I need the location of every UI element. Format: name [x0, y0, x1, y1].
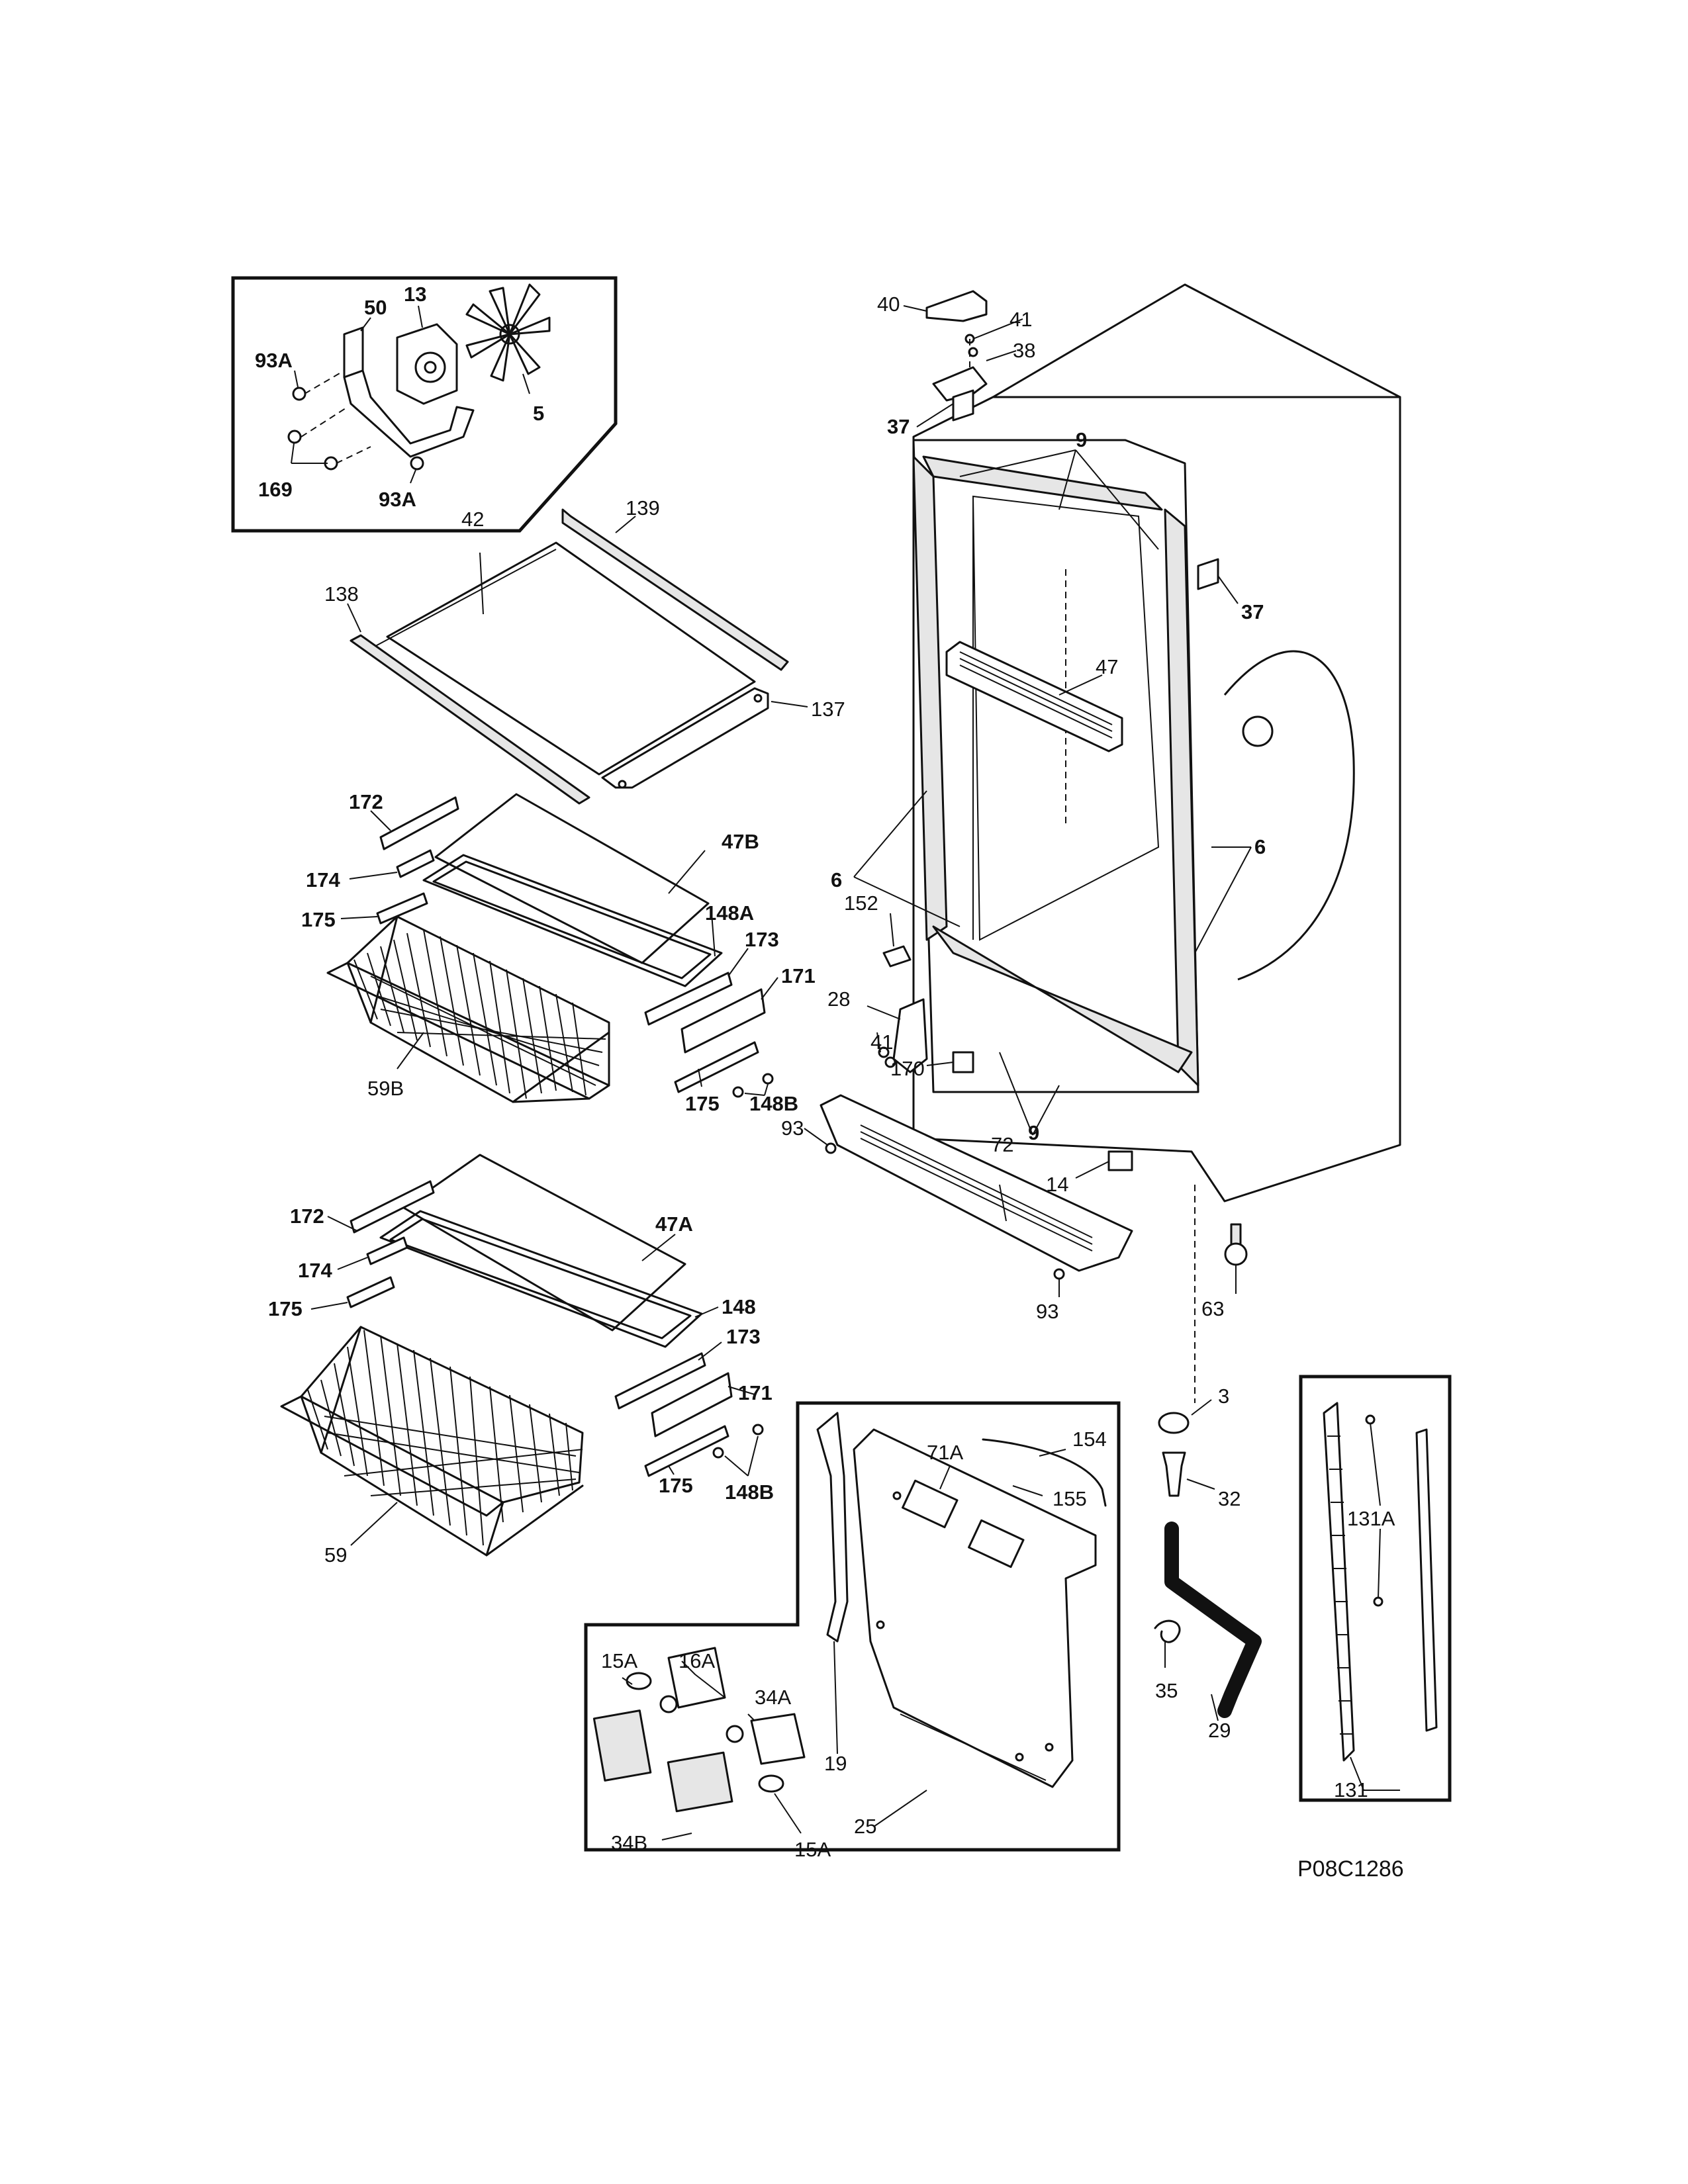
- callout-41: 41: [1009, 308, 1032, 331]
- callout-9: 9: [1028, 1121, 1039, 1144]
- callout-93: 93: [781, 1116, 804, 1140]
- callout-47B: 47B: [722, 830, 759, 853]
- callout-59: 59: [324, 1543, 347, 1567]
- callout-172: 172: [349, 790, 383, 813]
- fan-motor-inset: 50 13 93A 5 169 93A: [231, 276, 618, 533]
- callout-63: 63: [1201, 1297, 1224, 1320]
- callout-175: 175: [659, 1474, 693, 1497]
- callout-155: 155: [1053, 1487, 1087, 1510]
- basket-59: [280, 1326, 584, 1557]
- callout-28: 28: [827, 987, 850, 1011]
- callout-13: 13: [404, 283, 426, 306]
- callout-148A: 148A: [705, 901, 754, 925]
- callout-59B: 59B: [367, 1077, 404, 1100]
- callout-173: 173: [745, 928, 779, 951]
- callout-148B: 148B: [749, 1092, 798, 1115]
- callout-35: 35: [1155, 1679, 1178, 1702]
- callout-154: 154: [1072, 1428, 1107, 1451]
- callout-175: 175: [685, 1092, 720, 1115]
- diagram-id: P08C1286: [1297, 1856, 1404, 1882]
- basket-59B: [326, 915, 610, 1103]
- callout-93: 93: [1036, 1300, 1058, 1323]
- callout-16A: 16A: [679, 1649, 715, 1672]
- lower-basket-assembly: 172 47A 174 175 148 173 171 59 175 148B: [268, 1154, 774, 1567]
- callout-50: 50: [364, 296, 387, 319]
- callout-171: 171: [738, 1381, 773, 1404]
- callout-131: 131: [1334, 1778, 1368, 1801]
- callout-175: 175: [301, 908, 336, 931]
- callout-3: 3: [1218, 1385, 1229, 1408]
- callout-25: 25: [854, 1815, 876, 1838]
- callout-171: 171: [781, 964, 816, 987]
- callout-72: 72: [991, 1133, 1013, 1156]
- callout-6: 6: [1254, 835, 1266, 858]
- callout-152: 152: [844, 891, 878, 915]
- callout-9: 9: [1076, 428, 1087, 451]
- callout-37: 37: [887, 415, 910, 438]
- callout-6: 6: [831, 868, 842, 891]
- callout-37: 37: [1241, 600, 1264, 623]
- callout-47A: 47A: [655, 1212, 693, 1236]
- callout-19: 19: [824, 1752, 847, 1775]
- callout-15A: 15A: [794, 1838, 831, 1861]
- callout-47: 47: [1096, 655, 1118, 678]
- callout-40: 40: [877, 293, 900, 316]
- callout-170: 170: [890, 1057, 925, 1080]
- callout-93A: 93A: [379, 488, 416, 511]
- callout-174: 174: [298, 1259, 332, 1282]
- glass-shelf-assembly: 42 139 138 137: [324, 496, 845, 805]
- callout-93A: 93A: [255, 349, 293, 372]
- callout-174: 174: [306, 868, 340, 891]
- callout-14: 14: [1046, 1173, 1068, 1196]
- callout-131A: 131A: [1347, 1507, 1395, 1530]
- callout-137: 137: [811, 698, 845, 721]
- shelf-support-inset: 131A 131: [1299, 1375, 1452, 1802]
- callout-169: 169: [258, 478, 293, 501]
- callout-139: 139: [626, 496, 660, 520]
- callout-148B: 148B: [725, 1480, 774, 1504]
- callout-5: 5: [533, 402, 544, 425]
- callout-175: 175: [268, 1297, 303, 1320]
- callout-42: 42: [461, 508, 484, 531]
- callout-172: 172: [290, 1205, 324, 1228]
- drain-assembly: 3 32 35 29: [1154, 1385, 1262, 1742]
- callout-173: 173: [726, 1325, 761, 1348]
- light-cover-inset: 71A 154 155 15A 16A 34A 19 34B 15A 25: [584, 1401, 1121, 1861]
- cabinet-assembly: 40 41 38 37 9 37 47 6 6 152 28 41 170 9 …: [781, 283, 1401, 1403]
- upper-basket-assembly: 172 47B 174 175 148A 173 171 59B 175 148…: [301, 790, 816, 1115]
- callout-138: 138: [324, 582, 359, 606]
- callout-34A: 34A: [755, 1686, 791, 1709]
- callout-29: 29: [1208, 1719, 1231, 1742]
- callout-71A: 71A: [927, 1441, 963, 1464]
- callout-34B: 34B: [611, 1831, 647, 1854]
- callout-41: 41: [870, 1030, 893, 1054]
- callout-15A: 15A: [601, 1649, 637, 1672]
- callout-32: 32: [1218, 1487, 1241, 1510]
- callout-148: 148: [722, 1295, 756, 1318]
- callout-38: 38: [1013, 339, 1035, 362]
